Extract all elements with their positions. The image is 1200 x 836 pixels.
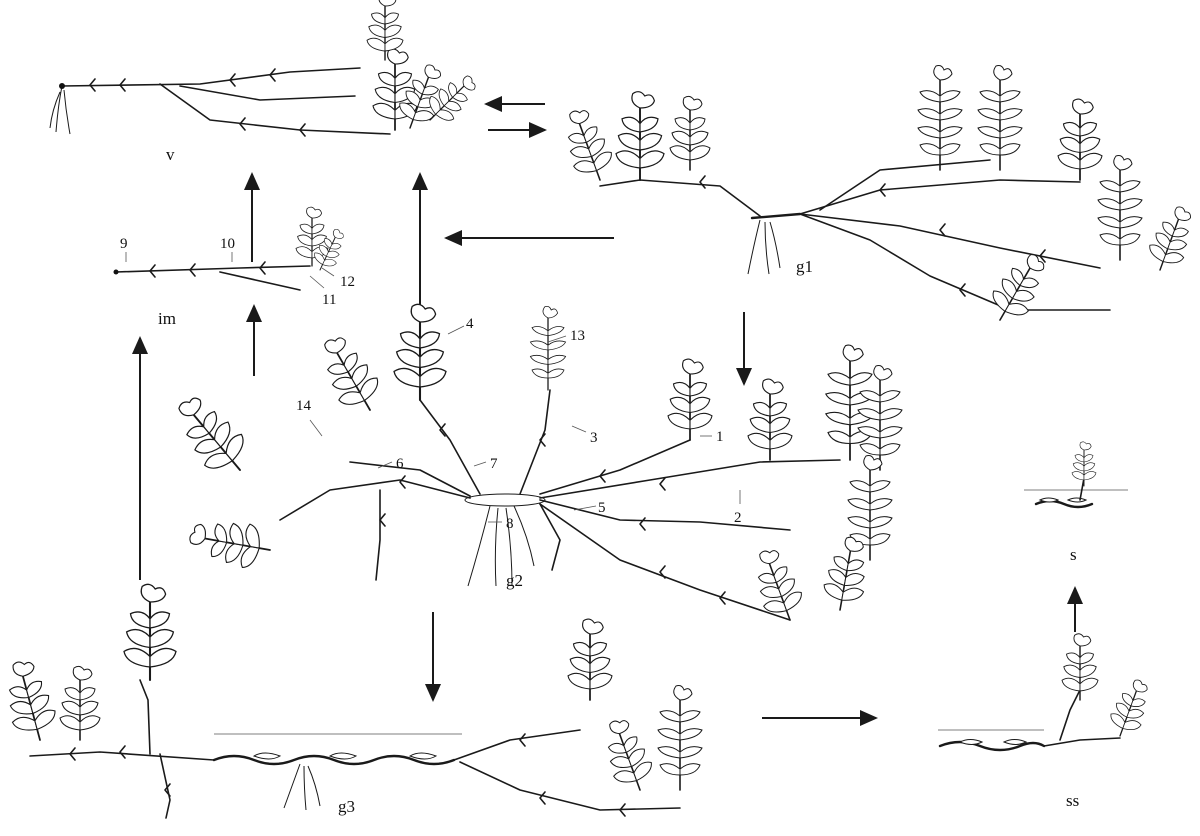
plant-s: s: [1024, 441, 1128, 564]
number-3: 3: [590, 430, 598, 446]
number-1: 1: [716, 429, 724, 445]
number-12: 12: [340, 274, 355, 290]
label-v: v: [166, 145, 175, 164]
plant-im: 9 10 11 12 im: [113, 206, 355, 328]
number-13: 13: [570, 328, 585, 344]
number-14: 14: [296, 398, 312, 414]
number-9: 9: [120, 236, 128, 252]
plant-g1: g1: [555, 64, 1200, 331]
number-4: 4: [466, 316, 474, 332]
label-ss: ss: [1066, 791, 1079, 810]
number-5: 5: [598, 500, 606, 516]
plant-v: v: [49, 0, 484, 164]
number-2: 2: [734, 510, 742, 526]
number-11: 11: [322, 292, 336, 308]
number-10: 10: [220, 236, 235, 252]
number-8: 8: [506, 516, 514, 532]
plant-g3: g3: [0, 583, 703, 819]
plant-ss: ss: [938, 633, 1156, 810]
label-s: s: [1070, 545, 1077, 564]
label-g2: g2: [506, 571, 523, 590]
label-im: im: [158, 309, 176, 328]
label-g3: g3: [338, 797, 355, 816]
label-g1: g1: [796, 257, 813, 276]
plant-g2: 1 2 3 4 5 6 7 8 13 14 g2: [163, 303, 903, 628]
number-7: 7: [490, 456, 498, 472]
number-6: 6: [396, 456, 404, 472]
transition-arrows: [132, 96, 1083, 726]
